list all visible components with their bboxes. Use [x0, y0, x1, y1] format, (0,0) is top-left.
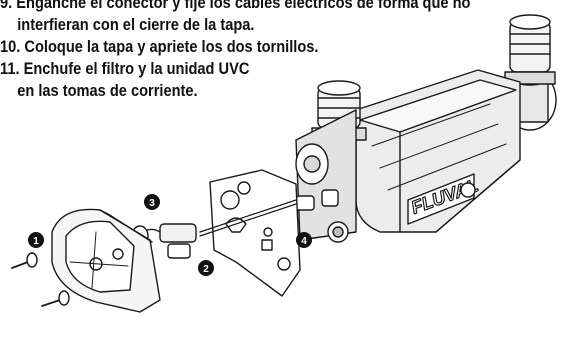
- svg-text:3: 3: [149, 198, 155, 209]
- step-number: 11.: [0, 59, 20, 78]
- instruction-step-11: 11. Enchufe el filtro y la unidad UVC en…: [0, 58, 470, 102]
- callout-2: 2: [198, 260, 214, 276]
- step-number: 9.: [0, 0, 13, 12]
- callout-1: 1: [28, 232, 44, 248]
- mounting-plate: [209, 169, 301, 297]
- step-text-line: Enganche el conector y fije los cables e…: [16, 0, 471, 12]
- end-cap: [51, 208, 161, 313]
- step-text-line: Enchufe el filtro y la unidad UVC: [23, 59, 250, 78]
- screw-top: [11, 252, 38, 269]
- instruction-step-9: 9. Enganche el conector y fije los cable…: [0, 0, 470, 36]
- step-text-line: interfieran con el cierre de la tapa.: [17, 15, 255, 34]
- callout-4: 4: [296, 232, 312, 248]
- svg-text:2: 2: [203, 264, 209, 275]
- callout-3: 3: [144, 194, 160, 210]
- svg-text:1: 1: [33, 236, 39, 247]
- instruction-steps: 9. Enganche el conector y fije los cable…: [0, 0, 470, 102]
- step-text-line: en las tomas de corriente.: [17, 81, 198, 100]
- instruction-step-10: 10. Coloque la tapa y apriete los dos to…: [0, 36, 470, 58]
- step-text-line: Coloque la tapa y apriete los dos tornil…: [24, 37, 319, 56]
- step-number: 10.: [0, 37, 21, 56]
- screw-bottom: [41, 290, 70, 307]
- fluval-logo-mark-icon: [460, 182, 476, 198]
- filter-body: FLUVAL: [295, 14, 557, 243]
- svg-text:4: 4: [301, 236, 307, 247]
